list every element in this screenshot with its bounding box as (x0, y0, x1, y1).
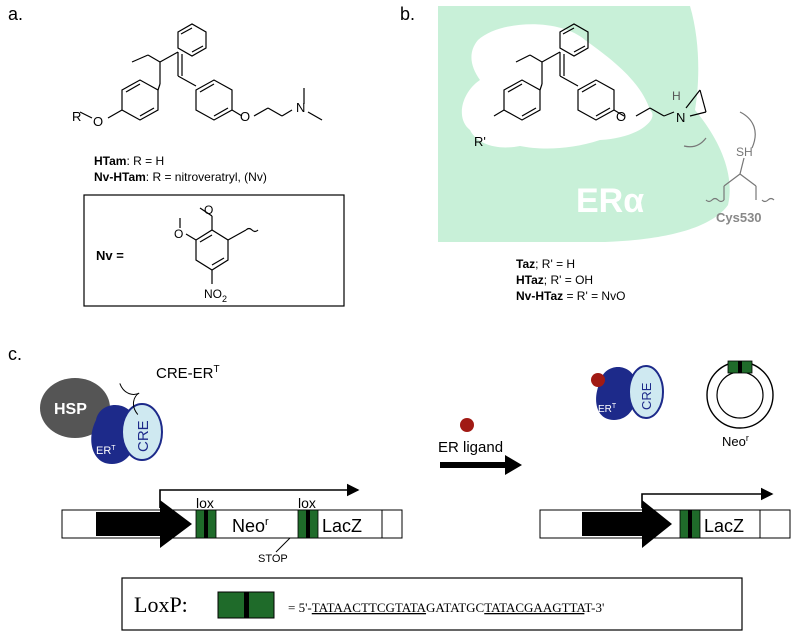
nvhtam-caption: Nv-HTam: R = nitroveratryl, (Nv) (94, 170, 267, 184)
htam-n: N (296, 100, 305, 115)
cre-domain-right (628, 365, 664, 419)
nv-no2: NO2 (204, 287, 227, 304)
hsp-label: HSP (54, 401, 87, 418)
cre-ert-brace (119, 383, 140, 415)
loxp-label: LoxP: (134, 592, 188, 617)
cre-label: CRE (135, 420, 152, 452)
stop-label: STOP (258, 553, 288, 565)
er-ligand-dot (460, 418, 474, 432)
lox-site-merged-core (688, 510, 692, 538)
htam-structure (79, 23, 323, 121)
ert-domain-right (596, 367, 638, 420)
htaz-h: H (672, 89, 681, 103)
htaz-r-prime: R' (474, 134, 486, 149)
nv-box (83, 194, 345, 307)
nvhtaz-caption: Nv-HTaz = R' = NvO (516, 289, 625, 303)
panel-c: c. HSP ERT CRE CRE-ERT ER ligand ERT CRE… (8, 344, 791, 631)
er-alpha-label: ERα (576, 182, 644, 220)
cre-ert-label: CRE-ERT (156, 364, 220, 382)
lacz-label-left: LacZ (322, 516, 362, 536)
stop-pointer (275, 537, 291, 553)
excised-neo-label: Neor (722, 433, 749, 449)
lox-label-2: lox (298, 495, 316, 511)
er-ligand-label: ER ligand (438, 439, 503, 456)
lox-label-1: lox (196, 495, 214, 511)
htaz-n: N (676, 110, 685, 125)
lacz-label-right: LacZ (704, 516, 744, 536)
loxp-sequence: = 5'-TATAACTTCGTATAGATATGCTATACGAAGTTAT-… (288, 600, 604, 615)
lox-site-1-core (204, 510, 208, 538)
sh-label: SH (736, 145, 753, 159)
nv-structure (179, 207, 259, 284)
hsp-blob (40, 378, 110, 438)
cre-domain (121, 403, 163, 461)
htam-r-label: R (72, 109, 81, 124)
htam-o-left: O (93, 114, 103, 129)
nv-label: Nv = (96, 248, 124, 263)
taz-caption: Taz; R' = H (516, 257, 575, 271)
nv-o-left: O (174, 227, 183, 241)
lox-site-2-core (306, 510, 310, 538)
transcript-arrow-left (159, 483, 360, 508)
panel-b-label: b. (400, 4, 415, 24)
transcript-arrow-right (641, 487, 774, 508)
ert-label: ERT (96, 445, 116, 457)
ligand-arrow (440, 455, 522, 475)
promoter-arrow-left (96, 500, 192, 548)
ligand-bound-dot (591, 373, 605, 387)
panel-a-label: a. (8, 4, 23, 24)
ert-label-right: ERT (598, 403, 617, 415)
panel-b: b. (400, 4, 775, 303)
htam-caption: HTam: R = H (94, 154, 164, 168)
excised-circle-inner (716, 371, 764, 419)
loxp-legend-core (244, 592, 249, 618)
htaz-caption: HTaz; R' = OH (516, 273, 593, 287)
htaz-o: O (616, 109, 626, 124)
nv-o-top: O (204, 203, 213, 217)
htam-o-right: O (240, 109, 250, 124)
cys530-label: Cys530 (716, 210, 762, 225)
neo-label: Neor (232, 516, 269, 536)
excised-lox-core (738, 361, 742, 373)
promoter-arrow-right (582, 500, 672, 548)
panel-a: a. (8, 4, 345, 307)
panel-c-label: c. (8, 344, 22, 364)
ligand-surface (461, 24, 653, 149)
cre-label-right: CRE (639, 382, 654, 410)
htaz-structure (493, 23, 775, 203)
